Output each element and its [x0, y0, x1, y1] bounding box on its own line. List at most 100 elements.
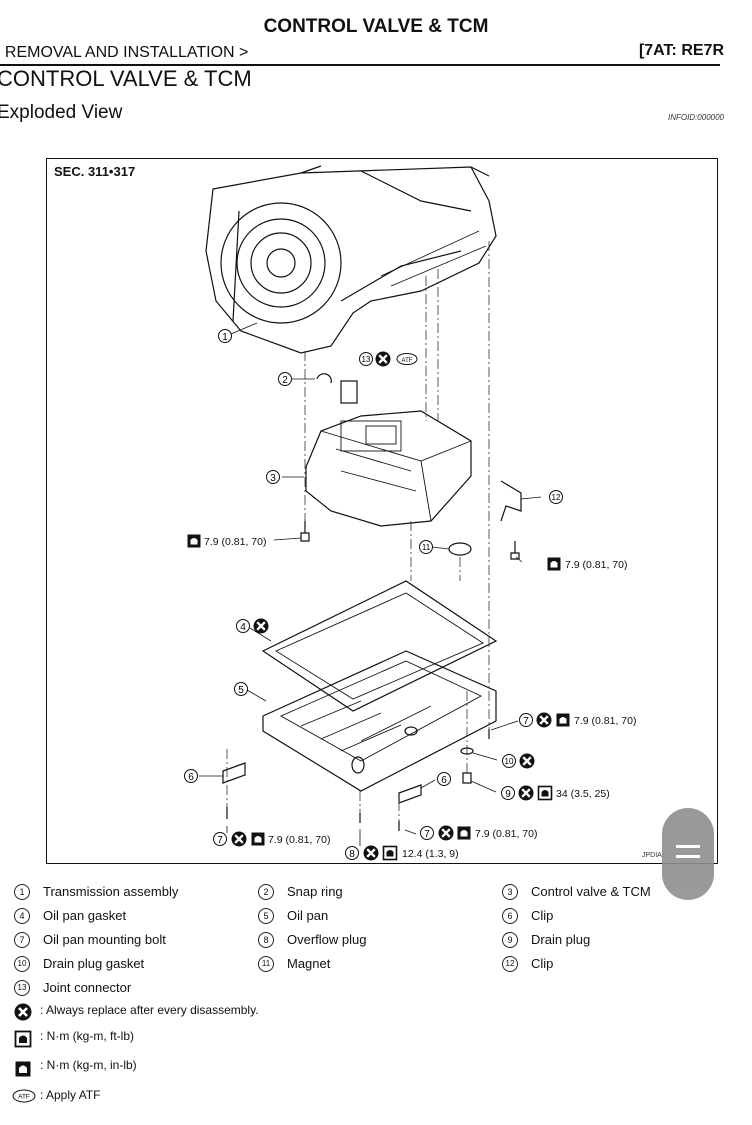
- breadcrumb: : REMOVAL AND INSTALLATION >: [0, 44, 249, 61]
- legend-label: Oil pan gasket: [43, 908, 127, 923]
- torque-value: 7.9 (0.81, 70): [565, 559, 627, 571]
- torque-value: 7.9 (0.81, 70): [204, 536, 266, 548]
- symbol-atf-text: : Apply ATF: [40, 1088, 101, 1102]
- callout-9: 9: [501, 786, 515, 800]
- callout-6-right: 6: [437, 772, 451, 786]
- legend-number: 12: [502, 956, 518, 972]
- svg-text:ATF: ATF: [402, 358, 413, 364]
- legend-number: 13: [14, 980, 30, 996]
- legend-label: Oil pan mounting bolt: [43, 932, 166, 947]
- svg-text:8: 8: [349, 849, 355, 860]
- legend-number: 5: [258, 908, 274, 924]
- callout-5: 5: [234, 682, 248, 696]
- callout-13: 13: [359, 352, 373, 366]
- torque-value: 12.4 (1.3, 9): [402, 848, 459, 860]
- svg-text:3: 3: [270, 473, 276, 484]
- symbol-inlb-text: : N·m (kg-m, in-lb): [40, 1058, 137, 1072]
- svg-text:7: 7: [424, 829, 430, 840]
- legend-number: 6: [502, 908, 518, 924]
- callout-10: 10: [502, 754, 516, 768]
- svg-text:ATF: ATF: [18, 1094, 30, 1101]
- figure-id: JPDIA1: [642, 852, 666, 859]
- replace-icon: [14, 1003, 32, 1021]
- torque-value: 34 (3.5, 25): [556, 788, 610, 800]
- svg-text:1: 1: [222, 332, 228, 343]
- legend-number: 9: [502, 932, 518, 948]
- legend-number: 11: [258, 956, 274, 972]
- model-code: [7AT: RE7R: [638, 42, 724, 59]
- page-title: CONTROL VALVE & TCM: [263, 16, 489, 37]
- callout-2: 2: [278, 372, 292, 386]
- callout-4: 4: [236, 619, 250, 633]
- callout-8: 8: [345, 846, 359, 860]
- torque-in-lb-icon: [457, 826, 471, 840]
- svg-text:6: 6: [441, 775, 447, 786]
- callout-3: 3: [266, 470, 280, 484]
- exploded-view-drawing: 1 2 3 4 5 6 6 11 12 13 10 9 7 7 7 8 ATF: [184, 165, 636, 862]
- svg-text:7: 7: [523, 716, 529, 727]
- legend-number: 4: [14, 908, 30, 924]
- replace-icon: [230, 830, 248, 848]
- callout-7-pan-right: 7: [519, 713, 533, 727]
- legend-number: 8: [258, 932, 274, 948]
- replace-icon: [517, 784, 535, 802]
- torque-ft-lb-icon: [537, 785, 553, 801]
- callout-1: 1: [218, 329, 232, 343]
- atf-icon: ATF: [12, 1089, 36, 1103]
- legend-number: 7: [14, 932, 30, 948]
- replace-icon: [362, 844, 380, 862]
- replace-icon: [535, 711, 553, 729]
- legend-number: 1: [14, 884, 30, 900]
- legend-label: Snap ring: [287, 884, 343, 899]
- section-title: CONTROL VALVE & TCM: [0, 66, 252, 91]
- legend-label: Drain plug gasket: [43, 956, 145, 971]
- svg-text:7: 7: [217, 835, 223, 846]
- replace-icon: [518, 752, 536, 770]
- torque-in-lb-icon: [15, 1061, 31, 1077]
- atf-icon: ATF: [396, 353, 418, 365]
- legend-label: Magnet: [287, 956, 331, 971]
- torque-in-lb-icon: [547, 557, 561, 571]
- sub-title: Exploded View: [0, 102, 123, 123]
- symbol-ftlb-text: : N·m (kg-m, ft-lb): [40, 1029, 134, 1043]
- exploded-view-figure: 1 2 3 4 5 6 6 11 12 13 10 9 7 7 7 8 ATF: [46, 158, 718, 864]
- svg-text:9: 9: [505, 789, 511, 800]
- legend-label: Oil pan: [287, 908, 329, 923]
- callout-7-bottom-mid: 7: [420, 826, 434, 840]
- torque-in-lb-icon: [187, 534, 201, 548]
- replace-icon: [374, 350, 392, 368]
- torque-value: 7.9 (0.81, 70): [574, 715, 636, 727]
- header-divider: [0, 64, 720, 66]
- svg-text:11: 11: [422, 543, 431, 552]
- svg-text:5: 5: [238, 685, 244, 696]
- torque-value: 7.9 (0.81, 70): [475, 828, 537, 840]
- callout-6-left: 6: [184, 769, 198, 783]
- legend-number: 3: [502, 884, 518, 900]
- legend-number: 2: [258, 884, 274, 900]
- legend-number: 10: [14, 956, 30, 972]
- svg-text:4: 4: [240, 622, 246, 633]
- legend-label: Clip: [531, 956, 554, 971]
- section-number: SEC. 311•317: [54, 164, 136, 179]
- torque-in-lb-icon: [556, 713, 570, 727]
- callout-7-bottom-left: 7: [213, 832, 227, 846]
- svg-text:2: 2: [282, 375, 288, 386]
- symbol-replace-text: : Always replace after every disassembly…: [40, 1003, 259, 1017]
- legend-label: Joint connector: [43, 980, 132, 995]
- legend-label: Clip: [531, 908, 554, 923]
- legend-label: Drain plug: [531, 932, 591, 947]
- svg-text:12: 12: [552, 493, 561, 502]
- legend-label: Transmission assembly: [43, 884, 179, 899]
- callout-12: 12: [549, 490, 563, 504]
- svg-text:13: 13: [362, 355, 371, 364]
- legend-label: Overflow plug: [287, 932, 367, 947]
- replace-icon: [252, 617, 270, 635]
- callout-11: 11: [419, 540, 433, 554]
- legend-label: Control valve & TCM: [531, 884, 651, 899]
- torque-in-lb-icon: [251, 832, 265, 846]
- svg-text:10: 10: [505, 757, 514, 766]
- replace-icon: [437, 824, 455, 842]
- scroll-handle[interactable]: [662, 808, 714, 900]
- torque-value: 7.9 (0.81, 70): [268, 834, 330, 846]
- svg-text:6: 6: [188, 772, 194, 783]
